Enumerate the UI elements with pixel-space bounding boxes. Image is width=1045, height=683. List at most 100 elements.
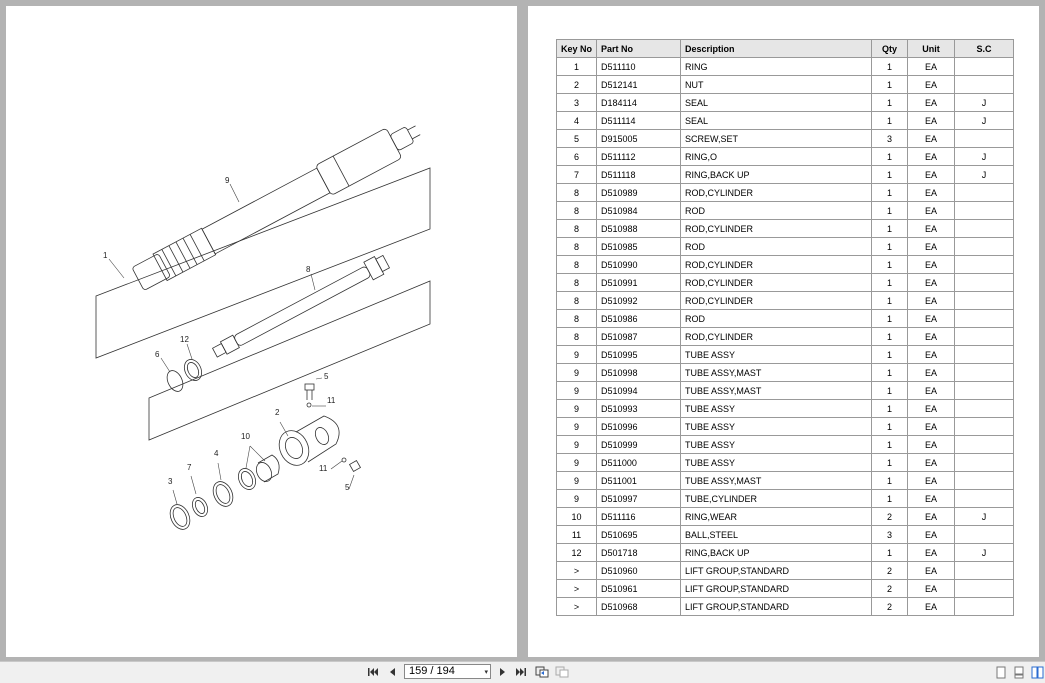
cell-key-no: 3 <box>555 93 598 112</box>
cell-key-no: 8 <box>555 327 598 346</box>
cell-key-no: 9 <box>555 453 598 472</box>
cell-key-no: 9 <box>555 489 598 508</box>
cell-sc <box>954 129 1015 148</box>
cell-key-no: 8 <box>555 291 598 310</box>
cell-key-no: 8 <box>555 201 598 220</box>
cell-qty: 1 <box>871 201 909 220</box>
previous-page-icon <box>390 668 395 676</box>
cell-qty: 1 <box>871 183 909 202</box>
last-page-button[interactable] <box>514 665 528 679</box>
parts-table: Key No Part No Description Qty Unit S.C … <box>555 39 1015 616</box>
cell-key-no: 8 <box>555 237 598 256</box>
cell-unit: EA <box>907 273 956 292</box>
cell-key-no: 9 <box>555 435 598 454</box>
cell-qty: 3 <box>871 129 909 148</box>
cell-qty: 1 <box>871 363 909 382</box>
cell-sc <box>954 471 1015 490</box>
cell-qty: 1 <box>871 453 909 472</box>
cell-unit: EA <box>907 237 956 256</box>
next-page-icon <box>500 668 505 676</box>
cell-key-no: 9 <box>555 381 598 400</box>
cell-key-no: 8 <box>555 255 598 274</box>
cell-part-no: D511118 <box>596 165 682 184</box>
cell-part-no: D510994 <box>596 381 682 400</box>
cell-description: LIFT GROUP,STANDARD <box>680 579 873 598</box>
cell-unit: EA <box>907 435 956 454</box>
o-ring-6-drawing <box>166 370 184 392</box>
cell-sc <box>954 309 1015 328</box>
cell-key-no: 6 <box>555 147 598 166</box>
rod-panel-outline <box>148 280 431 441</box>
cell-qty: 1 <box>871 147 909 166</box>
document-viewer[interactable]: 9 1 8 12 6 5 11 2 10 11 5 4 7 3 Key No <box>0 0 1045 661</box>
cell-description: RING,BACK UP <box>680 543 873 562</box>
cell-part-no: D510998 <box>596 363 682 382</box>
cell-key-no: 9 <box>555 417 598 436</box>
page-number-select[interactable]: 159 / 194 ▾ <box>404 664 491 679</box>
cell-part-no: D510993 <box>596 399 682 418</box>
continuous-view-button[interactable] <box>1012 665 1026 679</box>
cell-part-no: D512141 <box>596 75 682 94</box>
cell-qty: 2 <box>871 597 909 616</box>
cell-qty: 1 <box>871 75 909 94</box>
cell-sc <box>954 255 1015 274</box>
cell-unit: EA <box>907 75 956 94</box>
cell-qty: 1 <box>871 327 909 346</box>
wear-ring-10b-drawing <box>257 454 280 483</box>
backup-ring-12-drawing <box>183 359 203 381</box>
cell-qty: 1 <box>871 57 909 76</box>
cell-unit: EA <box>907 363 956 382</box>
callout-10: 10 <box>241 432 250 441</box>
cell-key-no: 11 <box>555 525 598 544</box>
first-page-button[interactable] <box>366 665 380 679</box>
cell-description: NUT <box>680 75 873 94</box>
cell-part-no: D510997 <box>596 489 682 508</box>
single-page-view-button[interactable] <box>994 665 1008 679</box>
two-page-view-button[interactable] <box>1030 665 1044 679</box>
cell-description: LIFT GROUP,STANDARD <box>680 597 873 616</box>
header-qty: Qty <box>871 39 909 58</box>
cell-sc <box>954 453 1015 472</box>
header-description: Description <box>680 39 873 58</box>
header-key-no: Key No <box>555 39 598 58</box>
cell-unit: EA <box>907 309 956 328</box>
cell-qty: 1 <box>871 273 909 292</box>
tube-panel-outline <box>95 167 431 359</box>
callout-12: 12 <box>180 335 189 344</box>
cell-sc <box>954 399 1015 418</box>
go-forward-view-button[interactable] <box>555 665 569 679</box>
previous-page-button[interactable] <box>385 665 399 679</box>
cell-part-no: D510992 <box>596 291 682 310</box>
cell-unit: EA <box>907 489 956 508</box>
cell-part-no: D510985 <box>596 237 682 256</box>
previous-view-icon <box>535 666 549 678</box>
cell-key-no: 9 <box>555 399 598 418</box>
backup-ring-7-drawing <box>191 497 209 517</box>
cell-part-no: D510986 <box>596 309 682 328</box>
cell-part-no: D510968 <box>596 597 682 616</box>
cell-part-no: D501718 <box>596 543 682 562</box>
cell-qty: 1 <box>871 219 909 238</box>
cell-unit: EA <box>907 93 956 112</box>
cell-unit: EA <box>907 183 956 202</box>
cell-description: TUBE,CYLINDER <box>680 489 873 508</box>
header-part-no: Part No <box>596 39 682 58</box>
cell-part-no: D510961 <box>596 579 682 598</box>
cell-unit: EA <box>907 291 956 310</box>
cell-qty: 1 <box>871 399 909 418</box>
cell-part-no: D510991 <box>596 273 682 292</box>
cell-unit: EA <box>907 111 956 130</box>
next-page-button[interactable] <box>496 665 510 679</box>
cell-qty: 1 <box>871 291 909 310</box>
go-back-view-button[interactable] <box>535 665 549 679</box>
cell-description: SEAL <box>680 93 873 112</box>
cell-description: BALL,STEEL <box>680 525 873 544</box>
